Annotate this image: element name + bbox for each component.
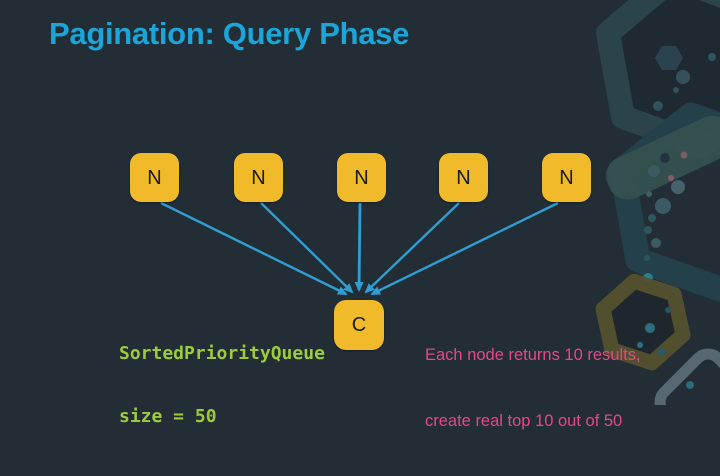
coordinator-node-label: C	[351, 314, 367, 336]
data-node-label: N	[456, 166, 471, 189]
data-node-3: N	[337, 153, 386, 202]
data-node-label: N	[559, 166, 574, 189]
arrow-line	[370, 201, 559, 296]
data-node-5: N	[542, 153, 591, 202]
arrow-line	[160, 201, 348, 296]
data-node-1: N	[130, 153, 179, 202]
data-node-label: N	[147, 166, 162, 189]
priority-queue-annotation: SortedPriorityQueue size = 50	[119, 301, 325, 469]
data-node-label: N	[251, 166, 266, 189]
slide-canvas: Pagination: Query Phase N N N N N C Sort…	[49, 0, 720, 430]
arrow-line	[260, 202, 354, 294]
data-node-2: N	[234, 153, 283, 202]
code-line-1: SortedPriorityQueue	[119, 343, 325, 364]
arrow-line	[354, 202, 364, 292]
note-line-2: create real top 10 out of 50	[425, 412, 623, 430]
code-line-2: size = 50	[119, 406, 217, 427]
diagram-arrows	[160, 201, 559, 296]
coordinator-node: C	[334, 300, 384, 350]
slide-title: Pagination: Query Phase	[49, 16, 410, 51]
results-note: Each node returns 10 results, create rea…	[425, 300, 641, 476]
data-node-label: N	[354, 166, 369, 189]
note-line-1: Each node returns 10 results,	[425, 346, 641, 364]
arrow-line	[364, 202, 460, 294]
data-node-4: N	[439, 153, 488, 202]
